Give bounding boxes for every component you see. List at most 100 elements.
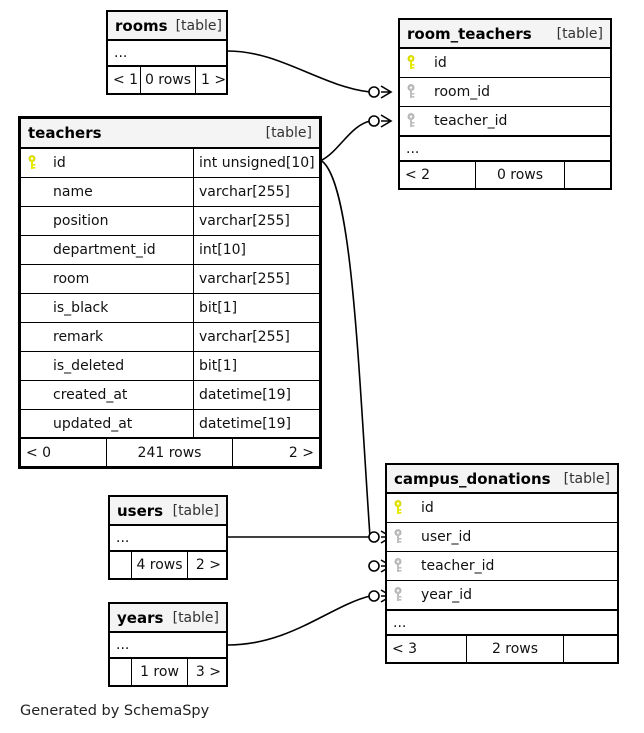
column-name: id <box>434 55 447 71</box>
column-type: datetime[19] <box>199 387 291 403</box>
table-rooms[interactable]: rooms [table] ... < 1 0 rows 1 > <box>106 10 228 95</box>
column-name: updated_at <box>53 415 133 432</box>
column-row-is-black[interactable]: is_black bit[1] <box>21 294 319 323</box>
column-row-id[interactable]: id int unsigned[10] <box>21 149 319 178</box>
column-row-teacher-id[interactable]: teacher_id <box>400 107 610 136</box>
column-type: int[10] <box>199 242 246 258</box>
column-name: position <box>53 213 109 229</box>
footer-rowcount: 2 rows <box>467 636 564 662</box>
column-type: varchar[255] <box>199 271 290 287</box>
primary-key-icon <box>27 155 47 171</box>
footer-rowcount: 0 rows <box>141 67 196 93</box>
table-type-tag: [table] <box>556 25 603 42</box>
column-row-user-id[interactable]: user_id <box>387 523 617 552</box>
column-type: datetime[19] <box>199 415 291 432</box>
foreign-key-icon <box>406 113 426 129</box>
footer-next-link[interactable]: 2 > <box>195 557 221 573</box>
column-row-room-id[interactable]: room_id <box>400 78 610 107</box>
column-name: name <box>53 184 93 200</box>
column-row-year-id[interactable]: year_id <box>387 581 617 610</box>
column-row-is-deleted[interactable]: is_deleted bit[1] <box>21 352 319 381</box>
column-row-id[interactable]: id <box>387 494 617 523</box>
footer-next-link[interactable]: 2 > <box>288 444 314 461</box>
column-row-position[interactable]: position varchar[255] <box>21 207 319 236</box>
column-type: bit[1] <box>199 358 238 374</box>
column-row-teacher-id[interactable]: teacher_id <box>387 552 617 581</box>
column-row-created-at[interactable]: created_at datetime[19] <box>21 381 319 410</box>
table-ellipsis-row: ... <box>387 610 617 636</box>
table-footer-campus-donations: < 3 2 rows <box>387 636 617 662</box>
column-name: remark <box>53 329 104 345</box>
table-title: users <box>117 501 164 520</box>
column-name: year_id <box>421 587 473 603</box>
column-row-id[interactable]: id <box>400 49 610 78</box>
table-ellipsis-row: ... <box>400 136 610 162</box>
column-type: varchar[255] <box>199 184 290 200</box>
foreign-key-icon <box>393 529 413 545</box>
table-header-users: users [table] <box>110 497 226 526</box>
column-type: bit[1] <box>199 300 238 316</box>
column-name: user_id <box>421 529 472 545</box>
table-title: years <box>117 608 164 627</box>
column-name: room_id <box>434 84 490 100</box>
footer-next-link[interactable]: 1 > <box>201 72 227 88</box>
footer-prev-link[interactable] <box>110 552 132 578</box>
column-row-remark[interactable]: remark varchar[255] <box>21 323 319 352</box>
column-name: is_deleted <box>53 358 125 374</box>
table-ellipsis-row: ... <box>108 41 226 67</box>
primary-key-icon <box>393 500 413 516</box>
table-footer-room-teachers: < 2 0 rows <box>400 162 610 188</box>
column-name: room <box>53 271 90 287</box>
table-room-teachers[interactable]: room_teachers [table] id <box>398 18 612 190</box>
footer-next-link[interactable] <box>565 162 610 188</box>
footer-prev-link[interactable]: < 3 <box>387 636 467 662</box>
edge-teachers-to-campus-donations <box>321 160 371 538</box>
edge-teachers-to-room-teachers <box>321 120 371 161</box>
column-type: varchar[255] <box>199 329 290 345</box>
generated-by-credit: Generated by SchemaSpy <box>20 703 210 719</box>
column-name: created_at <box>53 387 128 403</box>
column-name: teacher_id <box>421 558 495 574</box>
foreign-key-icon <box>406 84 426 100</box>
table-footer-years: 1 row 3 > <box>110 659 226 685</box>
column-row-room[interactable]: room varchar[255] <box>21 265 319 294</box>
footer-prev-link[interactable]: < 1 <box>108 67 141 93</box>
table-footer-rooms: < 1 0 rows 1 > <box>108 67 226 93</box>
edge-rooms-to-room-teachers <box>227 50 371 93</box>
footer-next-link[interactable]: 3 > <box>195 664 221 680</box>
footer-next-link[interactable] <box>564 636 617 662</box>
footer-prev-link[interactable]: < 2 <box>400 162 476 188</box>
column-row-name[interactable]: name varchar[255] <box>21 178 319 207</box>
column-name: id <box>53 155 66 171</box>
footer-prev-link[interactable]: < 0 <box>21 439 107 466</box>
column-name: department_id <box>53 242 156 258</box>
table-campus-donations[interactable]: campus_donations [table] id <box>385 463 619 664</box>
table-type-tag: [table] <box>563 470 610 487</box>
table-ellipsis-row: ... <box>110 633 226 659</box>
table-years[interactable]: years [table] ... 1 row 3 > <box>108 602 228 687</box>
table-title: room_teachers <box>407 24 532 43</box>
column-row-department-id[interactable]: department_id int[10] <box>21 236 319 265</box>
table-type-tag: [table] <box>172 502 219 519</box>
table-title: teachers <box>28 124 102 142</box>
table-header-teachers: teachers [table] <box>21 119 319 149</box>
edge-years-to-campus-donations <box>227 595 371 646</box>
footer-prev-link[interactable] <box>110 659 132 685</box>
footer-rowcount: 4 rows <box>132 552 188 578</box>
table-type-tag: [table] <box>172 609 219 626</box>
table-teachers[interactable]: teachers [table] id int unsigned[10] <box>18 116 322 469</box>
table-header-room-teachers: room_teachers [table] <box>400 20 610 49</box>
table-footer-users: 4 rows 2 > <box>110 552 226 578</box>
foreign-key-icon <box>393 558 413 574</box>
column-row-updated-at[interactable]: updated_at datetime[19] <box>21 410 319 439</box>
foreign-key-icon <box>393 587 413 603</box>
footer-rowcount: 0 rows <box>476 162 565 188</box>
table-header-campus-donations: campus_donations [table] <box>387 465 617 494</box>
table-ellipsis-row: ... <box>110 526 226 552</box>
table-users[interactable]: users [table] ... 4 rows 2 > <box>108 495 228 580</box>
table-type-tag: [table] <box>175 17 222 34</box>
footer-rowcount: 241 rows <box>107 439 233 466</box>
column-name: is_black <box>53 300 109 316</box>
table-title: rooms <box>115 16 168 35</box>
